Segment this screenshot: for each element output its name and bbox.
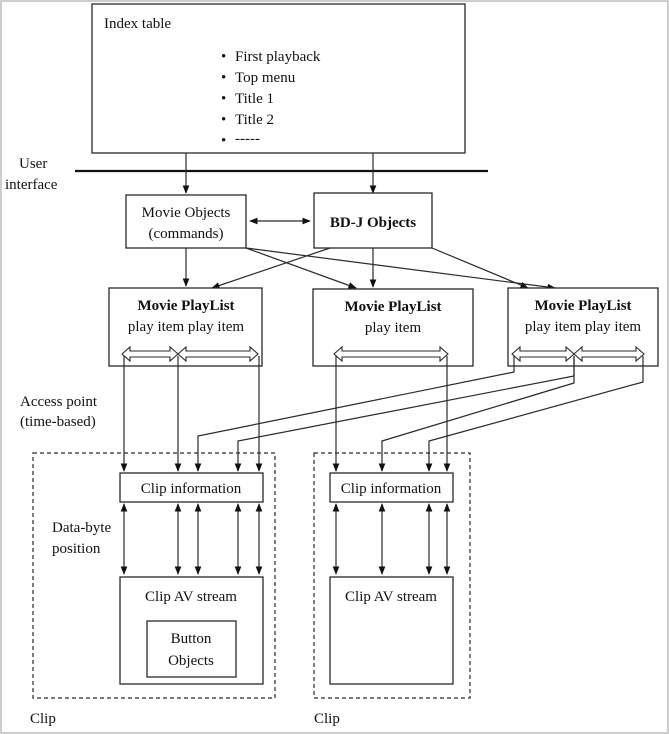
clip-1-information-label: Clip information [141, 481, 242, 497]
clip-2-container [313, 452, 471, 699]
clip-1-container [32, 452, 276, 699]
index-bullet: • [221, 91, 226, 107]
access-line [425, 356, 644, 472]
playlist-2: Movie PlayList play item [312, 288, 474, 367]
arrow-movie-objects-to-playlist-3 [245, 247, 556, 291]
user-interface-label-1: User [19, 156, 47, 172]
arrow-bdj-to-playlist-3 [431, 247, 529, 289]
index-item-title-2: Title 2 [235, 112, 274, 128]
clip-1-av-stream-label: Clip AV stream [145, 589, 237, 605]
data-byte-sublabel: position [52, 541, 101, 557]
bdj-objects-box [313, 192, 433, 249]
clip-1-information: Clip information [119, 472, 264, 503]
data-byte-label: Data-byte [52, 520, 111, 536]
clip-1-data-byte-arrows [120, 503, 263, 575]
playlist-2-items: play item [365, 320, 422, 336]
playlist-3: Movie PlayList play item play item [507, 287, 659, 367]
arrow-movie-objects-to-playlist-2 [245, 247, 357, 289]
index-bullet: • [221, 70, 226, 86]
access-line [194, 356, 515, 472]
index-table-title: Index table [104, 16, 171, 32]
clip-2-label: Clip [314, 711, 340, 727]
bdj-objects: BD-J Objects [313, 192, 433, 249]
playlist-3-title: Movie PlayList [534, 298, 631, 314]
index-item-top-menu: Top menu [235, 70, 296, 86]
index-item-first-playback: First playback [235, 49, 321, 65]
clip-2-av-stream: Clip AV stream [329, 576, 454, 685]
movie-objects-box [125, 194, 247, 249]
access-line [378, 356, 575, 472]
bdj-objects-label: BD-J Objects [330, 215, 416, 231]
movie-objects: Movie Objects (commands) [125, 194, 247, 249]
playlist-3-play-item-2 [573, 345, 645, 363]
clip-2-information: Clip information [329, 472, 454, 503]
access-line [234, 356, 575, 472]
playlist-1: Movie PlayList play item play item [108, 287, 263, 367]
index-bullet: • [221, 112, 226, 128]
clip-1-label: Clip [30, 711, 56, 727]
index-item-title-1: Title 1 [235, 91, 274, 107]
playlist-1-play-item-2 [177, 345, 259, 363]
playlist-2-title: Movie PlayList [344, 299, 441, 315]
index-item-more: ----- [235, 131, 260, 147]
movie-objects-label: Movie Objects [142, 205, 231, 221]
arrow-bdj-to-playlist-1 [211, 247, 331, 289]
clip-2-information-box [329, 472, 454, 503]
playlist-2-play-item-1 [333, 345, 449, 363]
access-point-label: Access point [20, 394, 98, 410]
button-objects-box [146, 620, 237, 678]
index-bullet: • [221, 133, 226, 149]
playlist-3-items: play item play item [525, 319, 642, 335]
index-bullet: • [221, 49, 226, 65]
clip-2-av-stream-label: Clip AV stream [345, 589, 437, 605]
button-objects-label: Button [171, 631, 212, 647]
clip-1-av-stream: Clip AV stream Button Objects [119, 576, 264, 685]
playlist-1-items: play item play item [128, 319, 245, 335]
playlist-1-title: Movie PlayList [137, 298, 234, 314]
button-objects-sublabel: Objects [168, 653, 214, 669]
index-table: Index table • First playback • Top menu … [91, 3, 466, 154]
access-point-sublabel: (time-based) [20, 414, 96, 430]
clip-2-data-byte-arrows [332, 503, 451, 575]
user-interface-label-2: interface [5, 177, 58, 193]
clip-1-information-box [119, 472, 264, 503]
clip-2-av-stream-box [329, 576, 454, 685]
index-table-box [91, 3, 466, 154]
clip-2-information-label: Clip information [341, 481, 442, 497]
movie-objects-sublabel: (commands) [149, 226, 224, 242]
